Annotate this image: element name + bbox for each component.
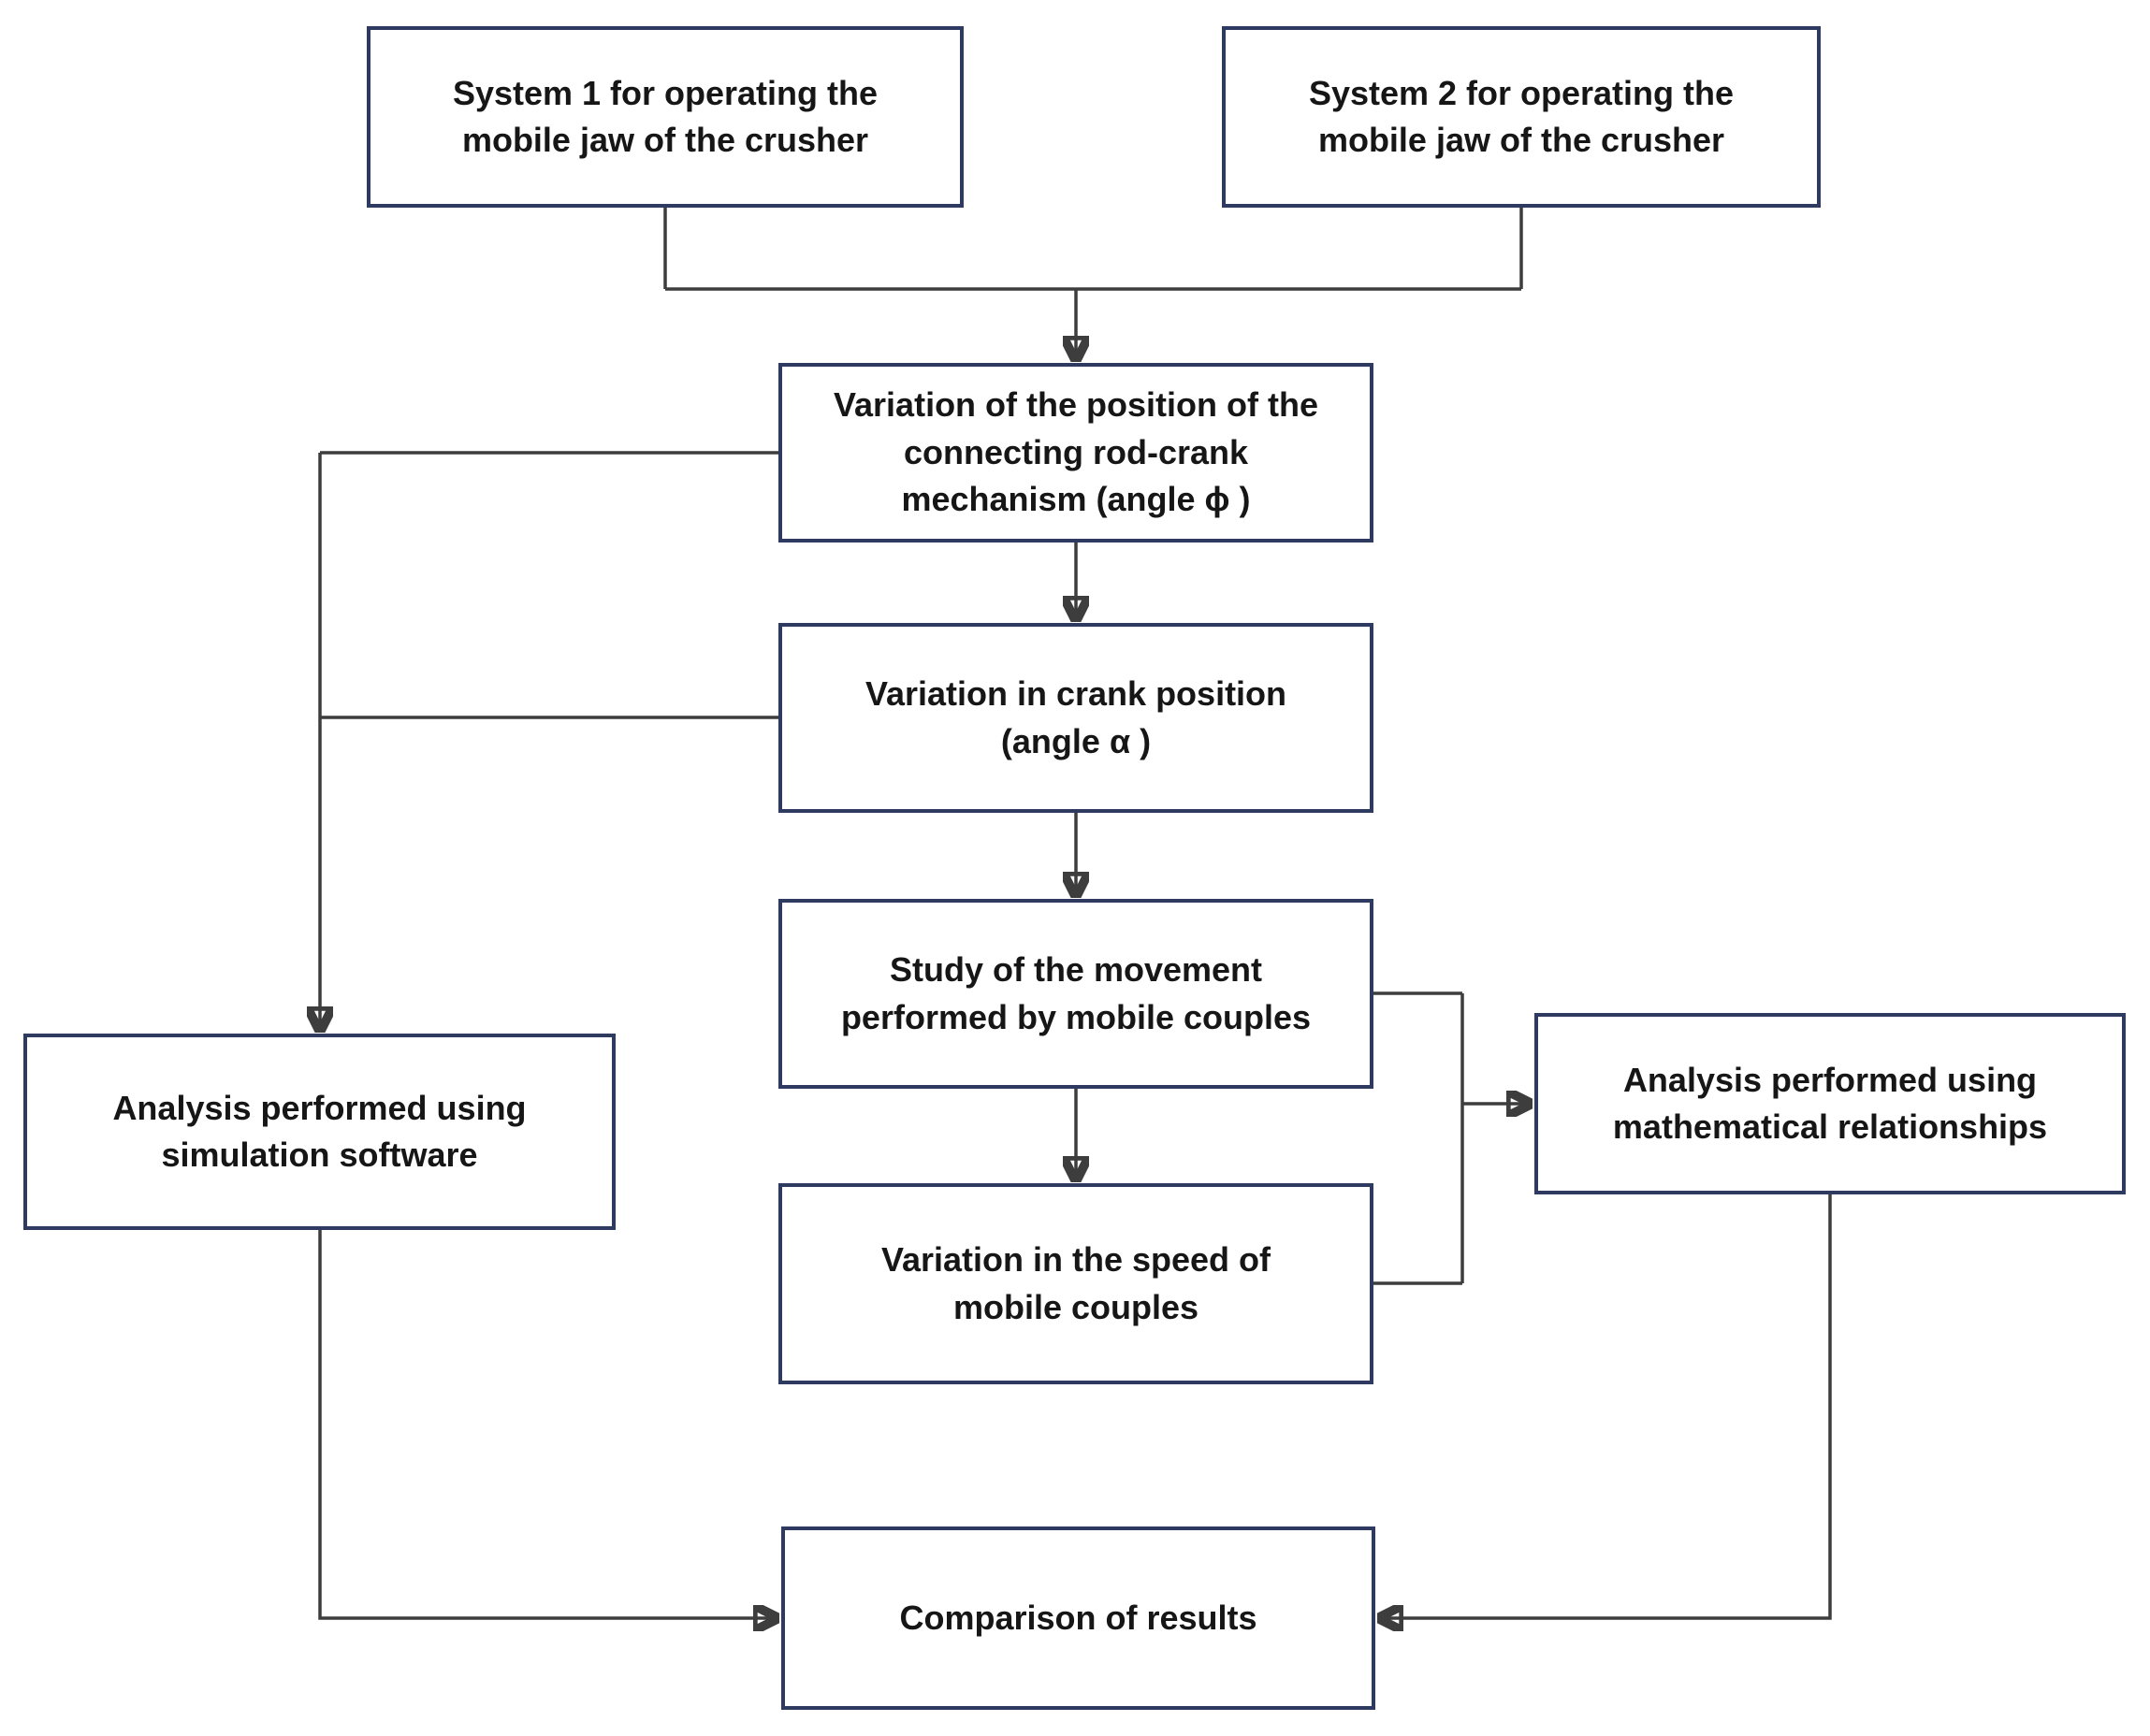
node-variation-position: Variation of the position of the connect… xyxy=(778,363,1373,542)
arrow-mathematical-to-comparison xyxy=(1380,1194,1832,1618)
node-analysis-mathematical: Analysis performed using mathematical re… xyxy=(1534,1013,2126,1194)
node-study-movement-label: Study of the movement performed by mobil… xyxy=(840,950,1312,1036)
node-comparison: Comparison of results xyxy=(781,1526,1375,1710)
node-variation-speed-label: Variation in the speed of mobile couples xyxy=(880,1240,1271,1326)
node-variation-crank-label: Variation in crank position (angle α ) xyxy=(864,674,1287,760)
node-system2: System 2 for operating the mobile jaw of… xyxy=(1222,26,1821,208)
node-analysis-simulation-label: Analysis performed using simulation soft… xyxy=(112,1088,527,1174)
node-system1: System 1 for operating the mobile jaw of… xyxy=(367,26,964,208)
node-analysis-mathematical-label: Analysis performed using mathematical re… xyxy=(1612,1060,2048,1146)
node-study-movement: Study of the movement performed by mobil… xyxy=(778,899,1373,1089)
node-comparison-label: Comparison of results xyxy=(899,1598,1257,1637)
node-variation-crank: Variation in crank position (angle α ) xyxy=(778,623,1373,813)
node-system1-label: System 1 for operating the mobile jaw of… xyxy=(452,73,879,159)
node-system2-label: System 2 for operating the mobile jaw of… xyxy=(1308,73,1735,159)
node-variation-position-label: Variation of the position of the connect… xyxy=(834,385,1318,519)
node-analysis-simulation: Analysis performed using simulation soft… xyxy=(23,1034,616,1230)
arrow-simulation-to-comparison xyxy=(318,1230,777,1618)
node-variation-speed: Variation in the speed of mobile couples xyxy=(778,1183,1373,1384)
